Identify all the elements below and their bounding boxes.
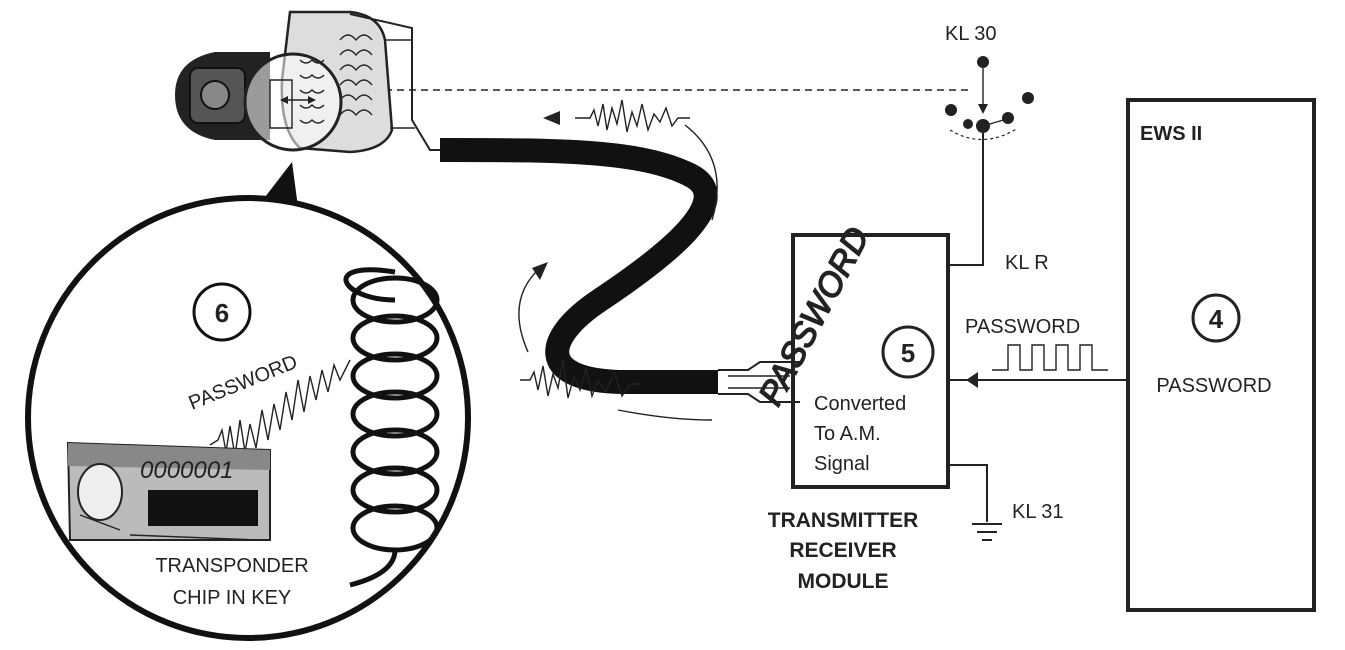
module-number-circle [881,325,935,379]
transponder-chip: 0000001 [66,441,271,541]
detail-number: 6 [215,298,229,328]
module-number: 5 [901,338,915,368]
key-detail-magnifier: 6 PASSWORD 0000001 TRANSPONDER CHIP IN K… [25,195,471,641]
module-name-line-2: RECEIVER [789,539,896,562]
klr-label: KL R [1005,252,1049,274]
ignition-lock [175,10,440,154]
kl31-label: KL 31 [1012,501,1064,523]
ews-module: EWS II 4 PASSWORD [1126,98,1316,612]
antenna-cable [439,138,800,403]
magnifier-small [243,52,343,152]
data-line: PASSWORD [948,316,1128,388]
ews-number-circle [1191,293,1241,343]
detail-number-circle [192,282,252,342]
kl30-label: KL 30 [945,23,997,45]
detail-caption-line-2: CHIP IN KEY [173,587,292,609]
ignition-switch: KL 30 KL R [945,23,1049,274]
module-name-line-1: TRANSMITTER [768,509,919,532]
detail-waveform [209,359,351,457]
detail-caption-line-1: TRANSPONDER [155,555,308,577]
converted-line-2: To A.M. [814,423,881,445]
square-wave [992,344,1108,371]
ews-title: EWS II [1140,123,1202,145]
antenna-coil [343,267,440,588]
signal-password-label: PASSWORD [965,316,1080,338]
module-name-line-3: MODULE [798,570,889,593]
converted-line-3: Signal [814,453,870,475]
chip-code: 0000001 [140,457,233,484]
ews-password-label: PASSWORD [1156,375,1271,397]
signal-waves [518,99,718,421]
ground-connection: KL 31 [948,464,1064,541]
ews-number: 4 [1209,304,1224,334]
transmitter-receiver-module: PASSWORD 5 Converted To A.M. Signal TRAN… [751,220,950,593]
converted-line-1: Converted [814,393,906,415]
